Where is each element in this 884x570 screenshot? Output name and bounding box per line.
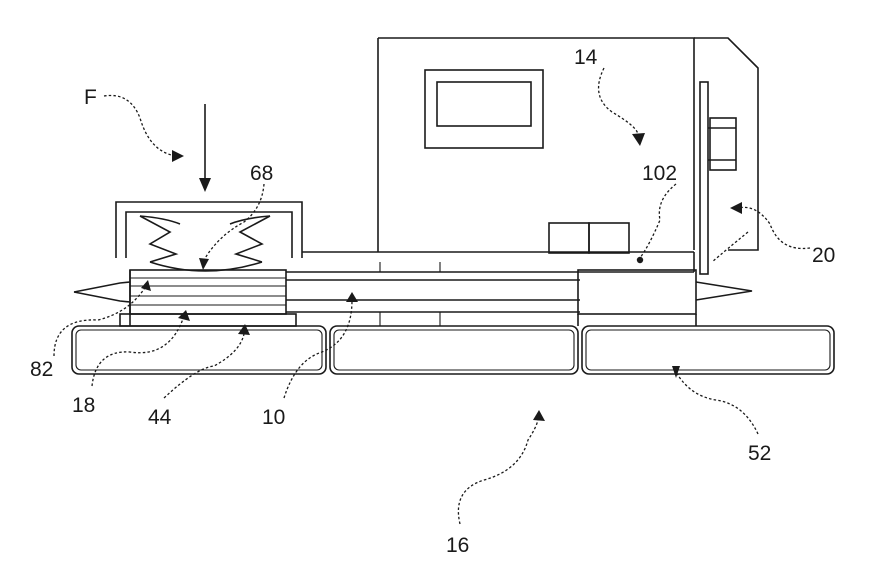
substrate-stack — [120, 270, 296, 326]
label-18: 18 — [72, 394, 95, 417]
force-arrow — [199, 104, 211, 192]
label-68: 68 — [250, 162, 273, 185]
label-102: 102 — [642, 162, 677, 185]
label-82: 82 — [30, 358, 53, 381]
rail-10 — [74, 252, 752, 326]
side-unit-20 — [694, 38, 758, 274]
label-20: 20 — [812, 244, 835, 267]
transport-table-16 — [72, 326, 834, 374]
label-52: 52 — [748, 442, 771, 465]
housing-14 — [378, 38, 694, 253]
press-assembly-68 — [116, 202, 302, 271]
label-force-f: F — [84, 86, 97, 109]
label-16: 16 — [446, 534, 469, 557]
label-10: 10 — [262, 406, 285, 429]
label-14: 14 — [574, 46, 598, 69]
label-44: 44 — [148, 406, 172, 429]
